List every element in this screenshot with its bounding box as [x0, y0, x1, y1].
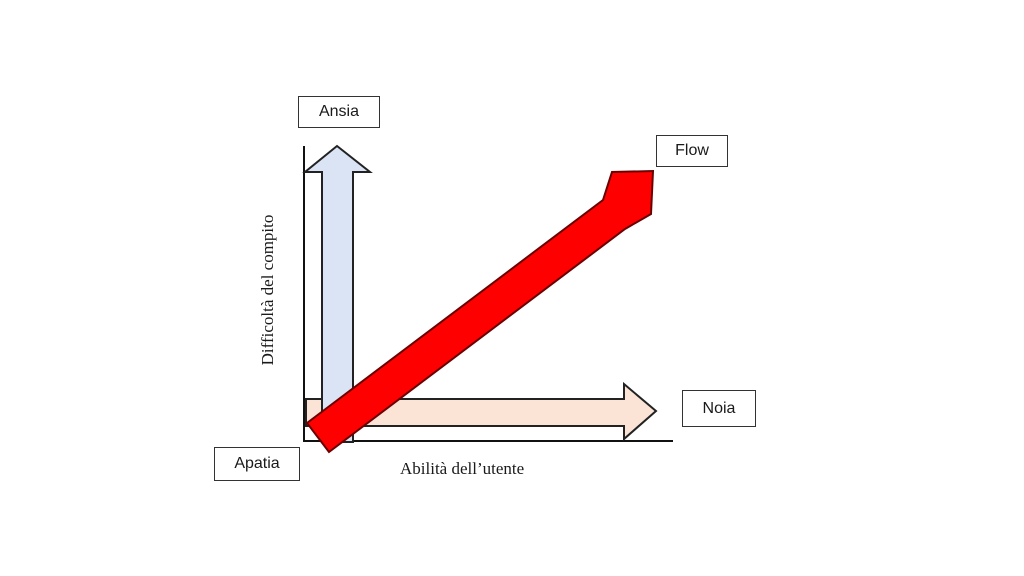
ansia-label: Ansia — [318, 103, 360, 120]
y-axis-label: Difficoltà del compito — [258, 214, 277, 366]
flow-arrow — [305, 169, 655, 454]
x-axis-label: Abilità dell’utente — [400, 459, 525, 478]
apatia-label-box: Apatia — [214, 447, 300, 481]
apatia-label: Apatia — [234, 455, 280, 472]
noia-label: Noia — [702, 399, 736, 417]
ansia-label-box: Ansia — [298, 96, 380, 128]
flow-label: Flow — [675, 142, 709, 159]
flow-label-box: Flow — [656, 135, 728, 167]
noia-label-box: Noia — [682, 390, 756, 427]
